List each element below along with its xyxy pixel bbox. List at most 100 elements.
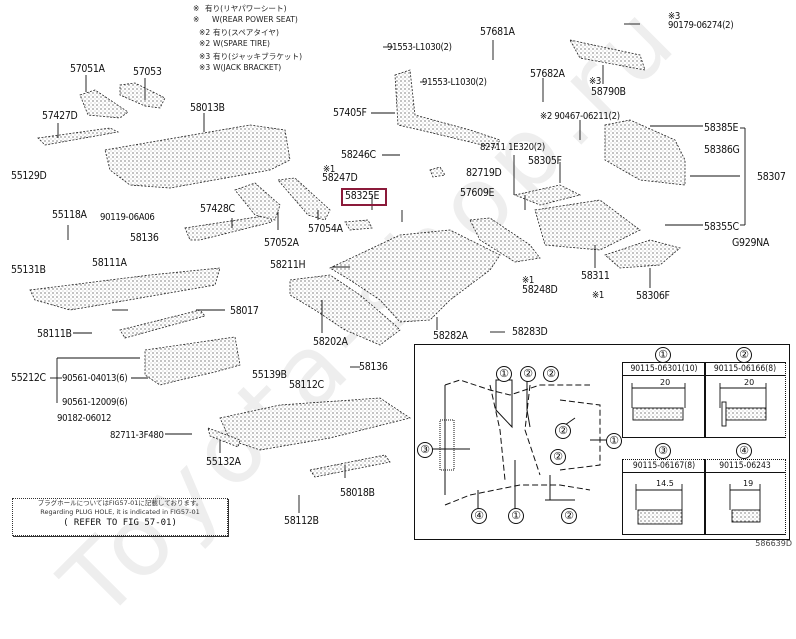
part-label-58311[interactable]: 58311 [581,270,610,282]
part-label-58112C[interactable]: 58112C [289,379,324,391]
part-label-55129D[interactable]: 55129D [11,170,47,182]
part-label-58246C[interactable]: 58246C [341,149,376,161]
part-label-82719D[interactable]: 82719D [466,167,502,179]
mark-58247D: ※1 [323,164,335,175]
part-label-57609E[interactable]: 57609E [460,187,495,199]
part-label-58386G[interactable]: 58386G [704,144,740,156]
fastener-dim-2: 20 [744,378,755,387]
part-58325E [344,219,373,231]
part-label-58018B[interactable]: 58018B [340,487,375,499]
fastener-dim-4: 19 [743,479,754,488]
part-label-58112B[interactable]: 58112B [284,515,319,527]
note-mark-3b: ※3 [199,63,211,72]
part-label-58248D[interactable]: 58248D [522,284,558,296]
part-label-58385E[interactable]: 58385E [704,122,739,134]
fastener-card-3[interactable]: 90115-06167(8) [622,459,706,535]
callout-1-right: ① [606,433,622,449]
part-label-91553-L1030-lower[interactable]: 91553-L1030(2) [422,77,487,88]
bolt-mark: ※1 [592,290,604,301]
part-label-90561-04013[interactable]: 90561-04013(6) [62,373,128,384]
part-label-90182-06012[interactable]: 90182-06012 [57,413,112,424]
part-label-57052A[interactable]: 57052A [264,237,299,249]
part-label-55131B[interactable]: 55131B [11,264,46,276]
mark-58790B: ※3 [589,76,601,87]
part-label-57051A[interactable]: 57051A [70,63,105,75]
callout-2-top-right: ② [543,366,559,382]
part-58018B [309,454,391,478]
part-label-55118A[interactable]: 55118A [52,209,87,221]
note-mark-3: ※3 [199,52,211,61]
fastener-card-4[interactable]: 90115-06243 [704,459,786,535]
part-label-91553-L1030-upper[interactable]: 91553-L1030(2) [387,42,452,53]
part-label-57428C[interactable]: 57428C [200,203,235,215]
part-55132A [207,427,241,448]
part-label-55132A[interactable]: 55132A [206,456,241,468]
part-label-58013B[interactable]: 58013B [190,102,225,114]
part-57609E [469,217,541,263]
part-label-57427D[interactable]: 57427D [42,110,78,122]
part-label-55212C[interactable]: 55212C [11,372,46,384]
callout-1-top: ① [496,366,512,382]
part-label-58017[interactable]: 58017 [230,305,259,317]
part-label-90467-06211[interactable]: ※2 90467-06211(2) [540,111,620,122]
part-label-90561-12009[interactable]: 90561-12009(6) [62,397,128,408]
note-jack-bracket-en: W(JACK BRACKET) [213,63,282,72]
part-label-90179-06274[interactable]: 90179-06274(2) [668,20,734,31]
part-label-57053[interactable]: 57053 [133,66,162,78]
part-label-58211H[interactable]: 58211H [270,259,306,271]
part-label-58790B[interactable]: 58790B [591,86,626,98]
part-label-58307[interactable]: 58307 [757,171,786,183]
part-label-57681A[interactable]: 57681A [480,26,515,38]
part-label-57405F[interactable]: 57405F [333,107,367,119]
part-label-58111B[interactable]: 58111B [37,328,72,340]
part-label-58282A[interactable]: 58282A [433,330,468,342]
part-label-57682A[interactable]: 57682A [530,68,565,80]
callout-4-bottom: ④ [471,508,487,524]
callout-2-top: ② [520,366,536,382]
highlighted-part-box [341,188,387,206]
part-label-82711-1E320[interactable]: 82711 1E320(2) [480,142,545,153]
reference-fig-link[interactable]: ( REFER TO FIG 57-01) [63,518,177,528]
part-label-58325E[interactable]: 58325E [345,190,380,202]
part-58013B [104,124,291,189]
part-label-55139B[interactable]: 55139B [252,369,287,381]
exploded-parts-drawing [29,23,767,525]
part-57054A [277,177,331,221]
note-mark-1: ※ [193,4,200,13]
callout-1-bottom: ① [508,508,524,524]
part-label-58306F[interactable]: 58306F [636,290,670,302]
part-58306F [604,239,681,269]
part-58211H [329,229,501,323]
figure-code: 586639D [755,539,792,548]
fastener-card-2[interactable]: 90115-06166(8) [704,362,786,438]
part-label-58136-lower[interactable]: 58136 [359,361,388,373]
part-label-82711-3F480[interactable]: 82711-3F480 [110,430,164,441]
part-57427D [37,127,120,146]
part-58790B [569,39,646,71]
note-mark-2: ※2 [199,28,211,37]
part-57428C [184,214,273,241]
fastener-index-2: ② [736,347,752,363]
fastener-index-3: ③ [655,443,671,459]
part-58111A [29,267,221,311]
part-label-90119-06A06[interactable]: 90119-06A06 [100,212,155,223]
part-82719D [429,166,446,178]
fastener-card-1[interactable]: 90115-06301(10) [622,362,706,438]
part-57405F [394,69,501,149]
part-label-58111A[interactable]: 58111A [92,257,127,269]
note-rear-power-seat-en: W(REAR POWER SEAT) [212,15,298,24]
part-label-58305F[interactable]: 58305F [528,155,562,167]
part-label-58136-upper[interactable]: 58136 [130,232,159,244]
part-label-57054A[interactable]: 57054A [308,223,343,235]
part-label-58283D[interactable]: 58283D [512,326,548,338]
callout-3-left: ③ [417,442,433,458]
reference-note-en: Regarding PLUG HOLE, it is indicated in … [40,508,200,516]
note-mark-2b: ※2 [199,39,211,48]
mark-58248D: ※1 [522,275,534,286]
part-label-58202A[interactable]: 58202A [313,336,348,348]
part-label-G929NA[interactable]: G929NA [732,237,770,249]
part-label-58355C[interactable]: 58355C [704,221,739,233]
part-58311 [534,199,641,251]
part-58017 [119,309,206,339]
part-label-58247D[interactable]: 58247D [322,172,358,184]
